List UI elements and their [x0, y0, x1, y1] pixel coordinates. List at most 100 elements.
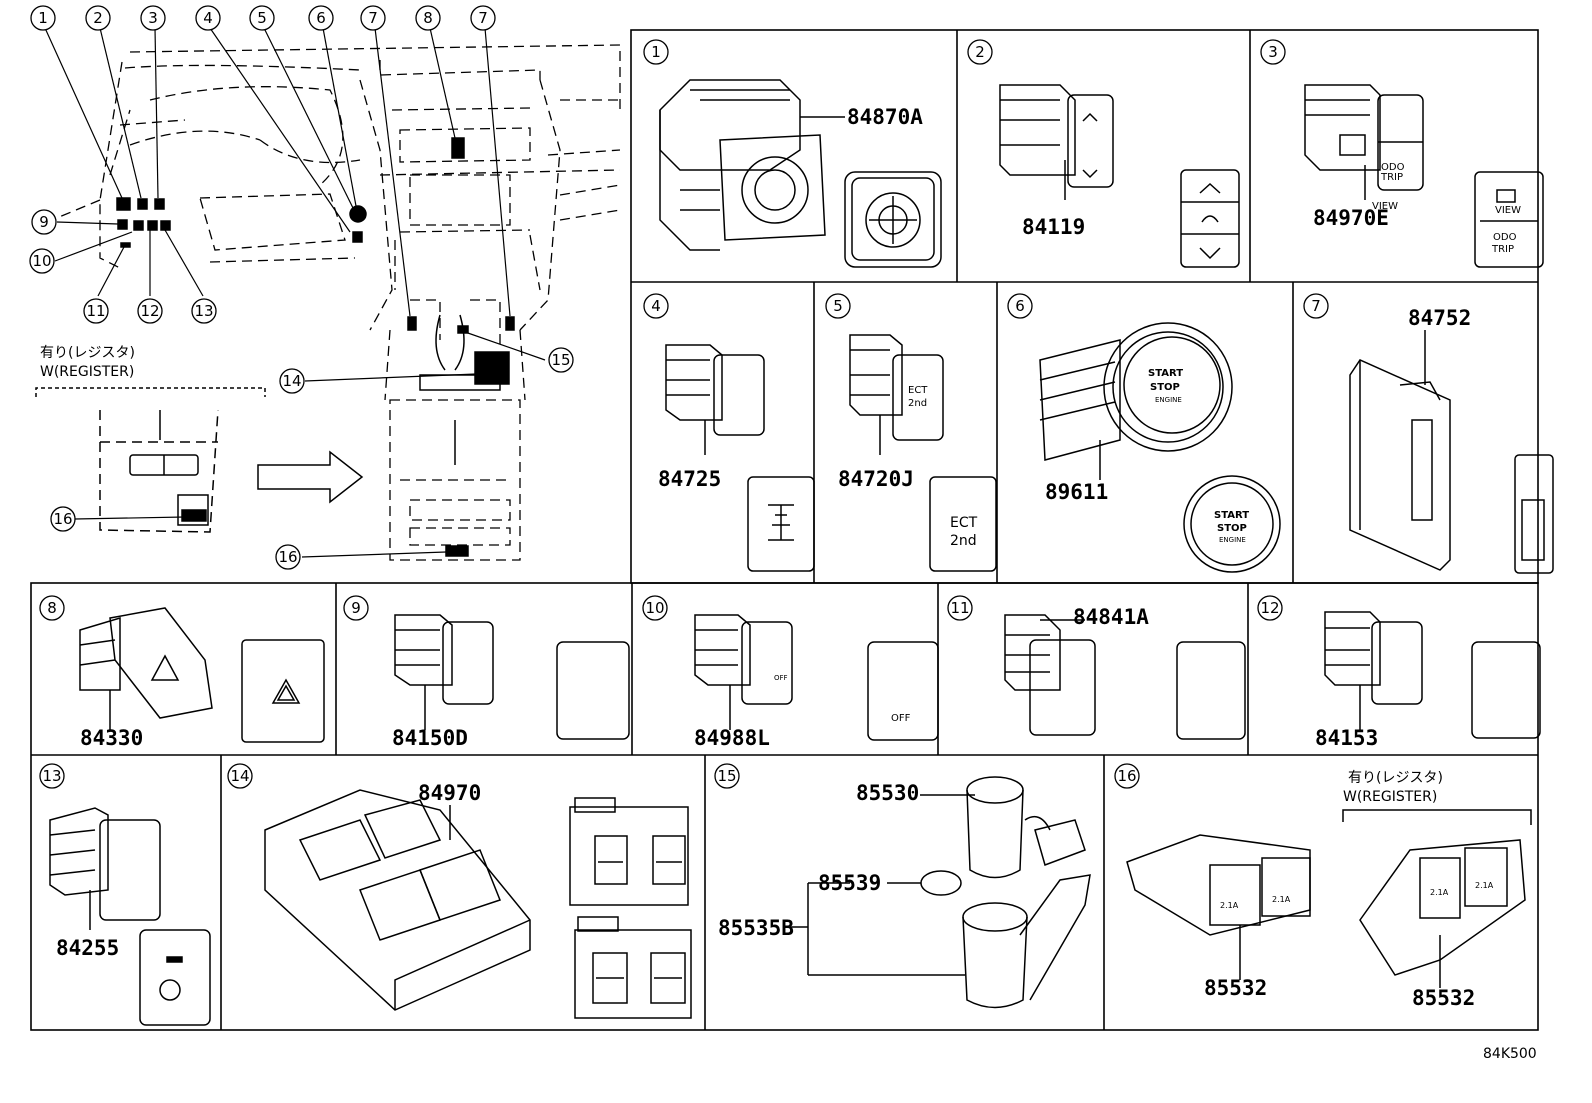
callout-number: 10 — [32, 252, 51, 270]
p6-switch-label-stop: STOP — [1150, 382, 1180, 393]
callout-number: 3 — [148, 9, 158, 27]
part-number-84970: 84970 — [418, 781, 481, 805]
callout-circle — [83, 298, 109, 324]
p5-switch-label-2nd: 2nd — [908, 398, 927, 409]
mirror-adjust-switch-icon — [659, 79, 942, 268]
overview-callout-3: 3 — [140, 5, 166, 31]
seat-heater-switch-icon — [1349, 330, 1554, 574]
callout-number: 12 — [140, 302, 159, 320]
p16-reg-socket-label-b: 2.1A — [1475, 881, 1494, 890]
p6-icon-label-stop: STOP — [1217, 523, 1247, 534]
console-switch-panel-icon — [264, 789, 692, 1019]
part-number-85535B: 85535B — [718, 916, 794, 940]
callout-circle — [470, 5, 496, 31]
part-number-84119: 84119 — [1022, 215, 1085, 239]
callout-number: 5 — [257, 9, 267, 27]
callout-circle — [415, 5, 441, 31]
p16-reg-socket-label-a: 2.1A — [1430, 888, 1449, 897]
callout-circle — [967, 39, 993, 65]
part-number-84153: 84153 — [1315, 726, 1378, 750]
panel-callout-5: 5 — [825, 293, 851, 319]
headlamp-cleaner-switch-icon — [394, 614, 630, 740]
callout-circle — [1303, 293, 1329, 319]
part-number-84988L: 84988L — [694, 726, 770, 750]
callout-number: 2 — [975, 43, 985, 61]
panel-callout-16: 16 — [1114, 763, 1140, 789]
p3-switch-label-odo: ODO — [1381, 162, 1405, 173]
callout-number: 10 — [645, 599, 664, 617]
overview-callout-12: 12 — [137, 298, 163, 324]
callout-circle — [643, 39, 669, 65]
part-number-85539: 85539 — [818, 871, 881, 895]
overview-callout-5: 5 — [249, 5, 275, 31]
callout-number: 13 — [194, 302, 213, 320]
part-number-84870A: 84870A — [847, 105, 923, 129]
callout-number: 13 — [42, 767, 61, 785]
callout-circle — [1007, 293, 1033, 319]
fuel-door-switch-icon — [1004, 614, 1246, 740]
p3-switch-label-trip: TRIP — [1380, 172, 1403, 183]
callout-circle — [39, 595, 65, 621]
callout-number: 9 — [39, 213, 49, 231]
callout-number: 11 — [86, 302, 105, 320]
p3-icon-label-odo: ODO — [1493, 232, 1517, 243]
callout-number: 16 — [53, 510, 72, 528]
callout-circle — [343, 595, 369, 621]
overview-callout-2: 2 — [85, 5, 111, 31]
p6-switch-label-start: START — [1148, 368, 1183, 379]
push-start-switch-icon — [1039, 322, 1281, 573]
part-number-84725: 84725 — [658, 467, 721, 491]
panel-callout-6: 6 — [1007, 293, 1033, 319]
part-number-84720J: 84720J — [838, 467, 914, 491]
panel-callout-13: 13 — [39, 763, 65, 789]
callout-circle — [1257, 595, 1283, 621]
part-number-84970E: 84970E — [1313, 206, 1389, 230]
callout-number: 14 — [230, 767, 249, 785]
hazard-switch-icon — [79, 607, 325, 743]
p16-socket-label-a: 2.1A — [1220, 901, 1239, 910]
diff-lock-switch-icon — [665, 344, 815, 572]
part-number-84330: 84330 — [80, 726, 143, 750]
callout-number: 7 — [1311, 297, 1321, 315]
callout-circle — [85, 5, 111, 31]
callout-number: 3 — [1268, 43, 1278, 61]
auto-high-beam-switch-icon — [1324, 611, 1541, 739]
part-number-84752: 84752 — [1408, 306, 1471, 330]
ect-switch-icon — [849, 334, 997, 572]
view-odo-switch-icon — [1304, 84, 1544, 268]
p6-icon-label-start: START — [1214, 510, 1249, 521]
panel-callout-9: 9 — [343, 595, 369, 621]
callout-circle — [29, 248, 55, 274]
overview-callout-8: 8 — [415, 5, 441, 31]
part-number-89611: 89611 — [1045, 480, 1108, 504]
part-number-85530: 85530 — [856, 781, 919, 805]
overview-callout-7: 7 — [470, 5, 496, 31]
usb-socket-icon — [1126, 809, 1532, 988]
panel-callout-1: 1 — [643, 39, 669, 65]
callout-circle — [137, 298, 163, 324]
overview-callout-6: 6 — [308, 5, 334, 31]
callout-circle — [249, 5, 275, 31]
overview-callout-4: 4 — [195, 5, 221, 31]
register-label-jp: 有り(レジスタ) — [40, 345, 135, 361]
panel-callout-12: 12 — [1257, 595, 1283, 621]
overview-callout-9: 9 — [31, 209, 57, 235]
panel-callout-15: 15 — [714, 763, 740, 789]
callout-circle — [30, 5, 56, 31]
callout-number: 1 — [38, 9, 48, 27]
p5-switch-label-ect: ECT — [908, 385, 928, 396]
callout-circle — [642, 595, 668, 621]
callout-circle — [275, 544, 301, 570]
callout-number: 11 — [950, 599, 969, 617]
callout-circle — [947, 595, 973, 621]
p3-switch-label-view: VIEW — [1372, 201, 1398, 212]
callout-circle — [825, 293, 851, 319]
p10-switch-label-off: OFF — [774, 674, 788, 682]
part-number-84841A: 84841A — [1073, 605, 1149, 629]
p3-icon-label-trip: TRIP — [1491, 244, 1514, 255]
callout-number: 12 — [1260, 599, 1279, 617]
overview-dashboard-drawing — [35, 27, 621, 561]
